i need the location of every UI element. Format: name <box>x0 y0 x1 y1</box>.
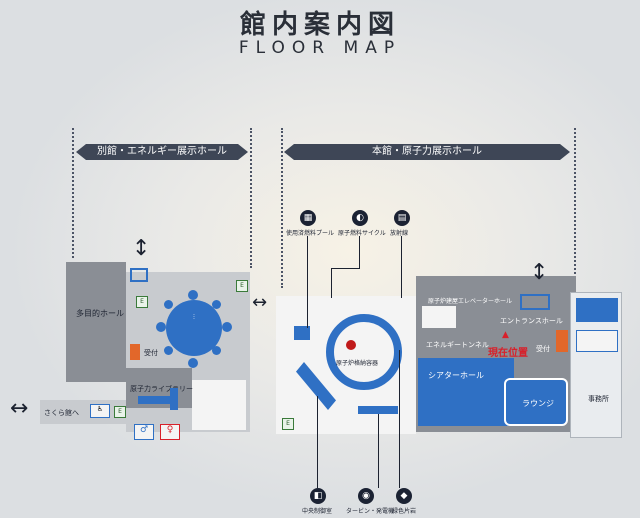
library-shelf <box>170 388 178 410</box>
containment-ring <box>326 314 402 390</box>
office-label: 事務所 <box>588 395 609 403</box>
turbine-icon: ◉ <box>358 488 374 504</box>
exhibit-dot <box>212 300 221 309</box>
emergency-exit-icon: E <box>114 406 126 418</box>
divider-line <box>281 128 283 288</box>
exhibit-dot <box>164 300 173 309</box>
top-icon-label-1: 原子燃料サイクル <box>338 230 386 237</box>
leader-line <box>307 236 308 328</box>
center-label: 原子炉格納容器 <box>336 360 379 367</box>
left-right-arrow-icon: ↔ <box>252 292 268 313</box>
library-label: 原子力ライブラリー <box>130 385 193 393</box>
stairs-marker <box>130 268 148 282</box>
radiation-icon: ▤ <box>394 210 410 226</box>
location-pin-icon: ▲ <box>502 330 509 340</box>
bottom-icon-label-1: タービン・発電機 <box>346 508 395 515</box>
exhibit-dot <box>188 358 198 368</box>
leader-line <box>399 350 400 488</box>
elevator-hall-box <box>422 306 456 328</box>
annex-reception-marker <box>130 344 140 360</box>
multipurpose-hall-area <box>66 262 126 382</box>
theater-label: シアターホール <box>428 371 484 380</box>
fuel-cycle-icon: ◐ <box>352 210 368 226</box>
emergency-exit-icon: E <box>282 418 294 430</box>
left-right-arrow-icon: ↔ <box>10 396 29 421</box>
lounge-label: ラウンジ <box>522 399 554 408</box>
exhibit-dot <box>164 346 173 355</box>
elevator-hall-label: 原子炉建屋エレベーターホール <box>428 298 513 305</box>
annex-reception-label: 受付 <box>144 349 158 357</box>
leader-line <box>378 414 379 488</box>
entrance-hall-label: エントランスホール <box>500 317 563 325</box>
divider-line <box>72 128 74 258</box>
entrance-marker <box>520 294 550 310</box>
exhibit-dot <box>212 346 221 355</box>
page-title: 館内案内図 <box>239 10 400 40</box>
exhibit-block <box>294 326 310 340</box>
divider-line <box>574 128 576 278</box>
leader-line <box>331 268 360 269</box>
multipurpose-hall-label: 多目的ホール <box>76 309 124 318</box>
top-icon-label-0: 使用済燃料プール <box>286 230 335 237</box>
up-down-arrow-icon: ↕ <box>530 260 549 285</box>
to-sakura-label: さくら館へ <box>44 409 79 417</box>
top-icon-label-2: 放射線 <box>390 230 409 237</box>
library-shelf <box>138 396 178 404</box>
emergency-exit-icon: E <box>136 296 148 308</box>
current-location-label: 現在位置 <box>488 348 528 359</box>
leader-line <box>317 396 318 488</box>
restroom-icon: ♂ <box>134 424 154 440</box>
emergency-exit-icon: E <box>236 280 248 292</box>
control-room-icon: ◧ <box>310 488 326 504</box>
fuel-pool-icon: ▦ <box>300 210 316 226</box>
main-reception-marker <box>556 330 568 352</box>
theater-area <box>418 358 514 426</box>
main-banner: 本館・原子力展示ホール <box>284 144 570 160</box>
accessible-restroom-icon: ♿ <box>90 404 110 418</box>
schist-icon: ◆ <box>396 488 412 504</box>
leader-line <box>401 236 402 298</box>
tunnel-label: エネルギートンネル <box>426 341 489 349</box>
bottom-icon-label-2: 緑色片岩 <box>392 508 417 515</box>
restroom-icon: ♀ <box>160 424 180 440</box>
exhibit-dot <box>222 322 232 332</box>
main-reception-label: 受付 <box>536 345 550 353</box>
exhibit-dot <box>188 290 198 300</box>
accessible-restroom-block <box>576 330 618 352</box>
reactor-core <box>346 340 356 350</box>
annex-banner: 別館・エネルギー展示ホール <box>76 144 248 160</box>
round-exhibit-label: ︙ <box>190 314 197 321</box>
annex-room <box>192 380 246 430</box>
page-subtitle: FLOOR MAP <box>238 38 402 58</box>
annex-corridor <box>40 400 126 424</box>
restroom-block <box>576 298 618 322</box>
up-down-arrow-icon: ↕ <box>132 236 151 261</box>
leader-line <box>331 268 332 298</box>
exhibit-block <box>358 406 398 414</box>
divider-line <box>250 128 252 268</box>
exhibit-dot <box>156 322 166 332</box>
lounge-area <box>504 378 568 426</box>
leader-line <box>359 236 360 268</box>
bottom-icon-label-0: 中央制御室 <box>302 508 333 515</box>
